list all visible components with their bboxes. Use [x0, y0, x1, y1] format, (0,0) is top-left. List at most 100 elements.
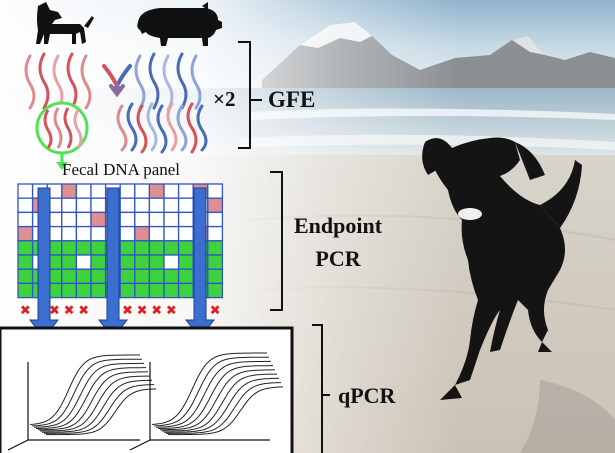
amplification-curve: [31, 358, 142, 427]
grid-cell: [90, 254, 107, 270]
amplification-curve: [153, 356, 269, 427]
grid-cell: [207, 240, 224, 256]
grid-cell: [119, 211, 136, 228]
x-mark-icon: ✖: [64, 304, 75, 319]
grid-cell: [75, 282, 92, 299]
x-mark-icon: ✖: [210, 304, 221, 319]
qpcr-curves-panel: [0, 326, 294, 453]
grid-cell: [90, 240, 107, 256]
grid-cell: [177, 211, 194, 228]
grid-cell: [134, 268, 151, 285]
grid-cell: [148, 268, 165, 285]
x-mark-icon: ✖: [137, 304, 148, 319]
selected-dog-dna-circle: [35, 101, 89, 170]
grid-cell: [17, 268, 34, 285]
x-mark-icon: ✖: [122, 304, 133, 319]
pig-silhouette-icon: [137, 2, 222, 46]
grid-cell: [148, 197, 165, 214]
grid-cell: [177, 268, 194, 285]
grid-cell: [207, 225, 224, 242]
amplification-curve: [166, 382, 281, 434]
grid-cell: [163, 268, 180, 285]
endpoint-pcr-label: Endpoint PCR: [283, 214, 393, 270]
grid-cell: [119, 240, 136, 256]
grid-cell: [177, 183, 194, 199]
grid-cell: [75, 254, 92, 270]
amplification-curve: [42, 379, 153, 433]
grid-cell: [163, 197, 180, 214]
x-mark-icon: ✖: [166, 304, 177, 319]
grid-cell: [163, 240, 180, 256]
pig-dna-strands: [134, 52, 202, 112]
grid-cell: [163, 282, 180, 299]
endpoint-label-line2: PCR: [315, 246, 361, 272]
amplification-curve: [168, 386, 284, 436]
grid-cell: [75, 240, 92, 256]
grid-cell: [134, 254, 151, 270]
grid-cell: [207, 254, 224, 270]
grid-cell: [17, 282, 34, 299]
amplification-curve: [38, 371, 149, 431]
multiplier-label: ×2: [213, 87, 236, 111]
grid-cell: [75, 197, 92, 214]
grid-cell: [61, 268, 78, 285]
amplification-curve: [46, 388, 157, 436]
grid-cell: [148, 282, 165, 299]
gfe-bracket: [238, 41, 262, 149]
grid-cell: [177, 240, 194, 256]
grid-cell: [134, 282, 151, 299]
grid-cell: [207, 211, 224, 228]
grid-cell: [163, 225, 180, 242]
grid-cell: [134, 225, 151, 242]
x-mark-icon: ✖: [151, 304, 162, 319]
grid-cell: [207, 268, 224, 285]
grid-cell: [119, 282, 136, 299]
grid-cell: [17, 225, 34, 242]
grid-cell: [17, 254, 34, 270]
grid-cell: [163, 211, 180, 228]
grid-cell: [163, 254, 180, 270]
grid-cell: [17, 211, 34, 228]
amplification-curve: [29, 354, 140, 425]
grid-cell: [177, 225, 194, 242]
amplification-curve: [39, 375, 150, 432]
merge-arrow-icon: [102, 64, 132, 98]
x-mark-icon: ✖: [20, 304, 31, 319]
grid-cell: [61, 197, 78, 214]
grid-cell: [17, 197, 34, 214]
mixed-dna-strands: [116, 102, 208, 154]
grid-cell: [119, 268, 136, 285]
panel-title: Fecal DNA panel: [62, 160, 181, 179]
amplification-curve: [160, 369, 276, 431]
grid-cell: [134, 240, 151, 256]
x-mark-icon: ✖: [78, 304, 89, 319]
grid-cell: [75, 211, 92, 228]
grid-cell: [90, 225, 107, 242]
grid-cell: [17, 240, 34, 256]
grid-cell: [75, 183, 92, 199]
amplification-curve: [161, 373, 277, 432]
grid-cell: [207, 197, 224, 214]
grid-cell: [17, 183, 34, 199]
gfe-label: GFE: [268, 87, 316, 112]
grid-cell: [75, 225, 92, 242]
grid-cell: [207, 183, 224, 199]
grid-cell: [61, 225, 78, 242]
endpoint-label-line1: Endpoint: [293, 213, 383, 238]
endpoint-bracket: [270, 171, 283, 311]
grid-cell: [61, 254, 78, 270]
amplification-curve: [44, 384, 154, 434]
grid-cell: [90, 197, 107, 214]
amplification-curve: [36, 367, 146, 429]
dog-silhouette-icon: [36, 2, 94, 44]
pcr-result-grid: [17, 183, 224, 299]
grid-cell: [90, 282, 107, 299]
grid-cell: [207, 282, 224, 299]
grid-cell: [75, 268, 92, 285]
grid-cell: [119, 183, 136, 199]
grid-cell: [90, 183, 107, 199]
grid-cell: [177, 282, 194, 299]
grid-cell: [148, 254, 165, 270]
qpcr-label: qPCR: [338, 383, 396, 408]
qpcr-bracket: [312, 324, 330, 453]
